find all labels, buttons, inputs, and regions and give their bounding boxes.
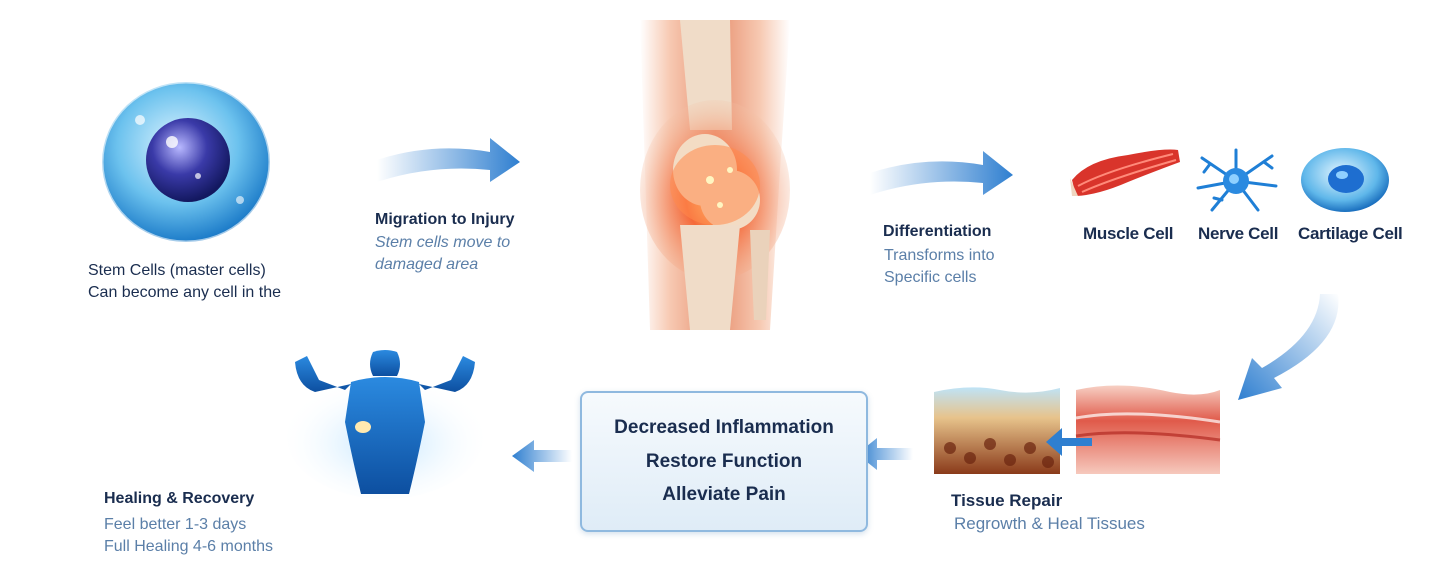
stem-cells-label: Stem Cells (master cells) [88,262,266,279]
migration-subtitle-1: Stem cells move to [375,234,511,251]
stem-cell-illustration [100,80,272,244]
arrow-left-icon [857,438,913,470]
differentiation-subtitle-1: Transforms into [884,247,995,264]
muscle-cell-label: Muscle Cell [1083,224,1174,243]
healing-recovery-title: Healing & Recovery [104,490,255,507]
nerve-cell-icon [1196,148,1278,212]
arrow-right-icon [870,151,1013,195]
knee-joint-illustration [640,20,790,330]
tissue-repair-subtitle: Regrowth & Heal Tissues [954,514,1145,533]
arrow-right-icon [377,138,520,182]
benefit-alleviate-pain: Alleviate Pain [662,484,786,505]
differentiation-title: Differentiation [883,223,992,240]
migration-title: Migration to Injury [375,211,515,228]
benefit-restore-function: Restore Function [645,451,803,472]
healing-recovery-subtitle-2: Full Healing 4-6 months [104,538,273,555]
arrow-down-left-icon [1238,294,1339,400]
strong-body-icon [287,350,483,499]
healing-recovery-subtitle-1: Feel better 1-3 days [104,516,247,533]
cartilage-cell-label: Cartilage Cell [1298,224,1403,243]
differentiation-subtitle-2: Specific cells [884,269,977,286]
tissue-repair-illustration [934,385,1221,474]
stem-cells-description: Can become any cell in the [88,284,281,301]
muscle-cell-icon [1070,149,1180,196]
cartilage-cell-icon [1301,148,1389,212]
benefits-box: Decreased Inflammation Restore Function … [580,391,868,532]
tissue-repair-title: Tissue Repair [951,491,1063,510]
arrow-left-icon [512,440,572,472]
nerve-cell-label: Nerve Cell [1198,224,1279,243]
migration-subtitle-2: damaged area [375,256,479,273]
benefit-decreased-inflammation: Decreased Inflammation [614,417,834,438]
